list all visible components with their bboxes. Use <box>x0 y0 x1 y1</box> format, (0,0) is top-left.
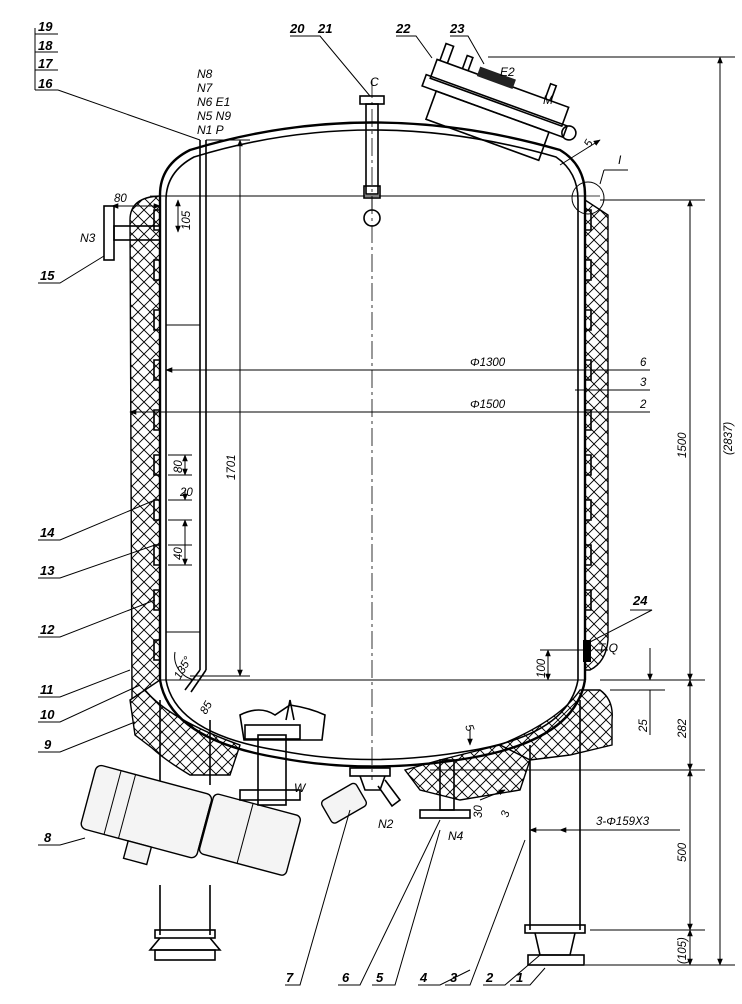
label-2: 2 <box>485 970 494 985</box>
dim-105-top: 105 <box>181 210 193 230</box>
label-n3: N3 <box>80 231 96 245</box>
label-n8: N8 <box>197 67 213 81</box>
drain-valve <box>320 767 402 824</box>
label-tq: T Q <box>598 641 618 655</box>
dimension-texts: 80 105 1701 Φ1300 Φ1500 6 3 2 80 20 40 1… <box>114 137 735 964</box>
dim-1300: Φ1300 <box>470 357 506 369</box>
dim-3-bottom: 3 <box>499 809 512 819</box>
label-18: 18 <box>38 38 53 53</box>
label-5: 5 <box>376 970 384 985</box>
dim-282: 282 <box>677 718 689 739</box>
label-23: 23 <box>449 21 465 36</box>
dim-3: 3 <box>640 377 647 389</box>
nozzle-tq <box>583 640 591 662</box>
dimension-lines <box>111 56 735 966</box>
label-n6-e1: N6 E1 <box>197 95 230 109</box>
label-n4: N4 <box>448 829 464 843</box>
manhole <box>421 42 577 162</box>
label-16: 16 <box>38 76 53 91</box>
dim-500: 500 <box>677 842 689 862</box>
label-n7: N7 <box>197 81 214 95</box>
nozzle-c <box>359 95 385 227</box>
dim-20: 20 <box>179 487 193 499</box>
part-numbers: 19 18 17 16 20 21 22 23 15 14 13 12 11 1… <box>38 19 648 985</box>
label-c: C <box>370 75 379 89</box>
label-17: 17 <box>38 56 53 71</box>
label-15: 15 <box>40 268 55 283</box>
label-4: 4 <box>419 970 428 985</box>
dim-legs: 3-Φ159X3 <box>596 816 650 828</box>
label-n2: N2 <box>378 817 394 831</box>
dim-30: 30 <box>473 805 485 818</box>
label-13: 13 <box>40 563 55 578</box>
label-20: 20 <box>289 21 305 36</box>
label-n5-n9: N5 N9 <box>197 109 231 123</box>
dim-2837: (2837) <box>723 422 735 455</box>
label-w: W <box>294 781 307 795</box>
label-8: 8 <box>44 830 52 845</box>
dim-135: 135° <box>172 655 194 682</box>
dim-6: 6 <box>640 357 647 369</box>
dim-40: 40 <box>173 547 185 560</box>
label-14: 14 <box>40 525 55 540</box>
nozzle-n3 <box>103 205 161 261</box>
agitator-motor <box>80 699 326 876</box>
label-10: 10 <box>40 707 55 722</box>
dim-85: 85 <box>198 699 215 717</box>
label-11: 11 <box>40 682 54 697</box>
label-3: 3 <box>450 970 458 985</box>
label-22: 22 <box>395 21 411 36</box>
nozzle-labels: N8 N7 N6 E1 N5 N9 N1 P C E2 M N3 W N2 N4… <box>80 65 622 843</box>
label-1: 1 <box>516 970 523 985</box>
dim-1701: 1701 <box>226 454 238 480</box>
label-detail-i: I <box>618 153 622 167</box>
label-e2: E2 <box>500 65 515 79</box>
dim-1500-height: 1500 <box>677 432 689 458</box>
label-n1-p: N1 P <box>197 123 224 137</box>
label-24: 24 <box>632 593 648 608</box>
dim-80-jacket: 80 <box>173 460 185 473</box>
support-legs <box>148 700 586 966</box>
dim-5-top: 5 <box>582 137 596 149</box>
label-7: 7 <box>286 970 294 985</box>
dim-5-bottom: 5 <box>462 723 476 734</box>
vessel-shell <box>158 121 587 768</box>
dim-80-top: 80 <box>114 193 127 205</box>
dip-tube <box>166 140 207 693</box>
dim-1500-dia: Φ1500 <box>470 399 506 411</box>
dim-2: 2 <box>639 399 647 411</box>
label-12: 12 <box>40 622 55 637</box>
label-6: 6 <box>342 970 350 985</box>
label-9: 9 <box>44 737 52 752</box>
label-m: M <box>543 93 553 107</box>
label-21: 21 <box>317 21 332 36</box>
nozzle-n4 <box>419 759 471 819</box>
leaders <box>34 28 653 986</box>
dim-25: 25 <box>638 719 650 733</box>
dim-100: 100 <box>536 658 548 678</box>
label-19: 19 <box>38 19 53 34</box>
detail-circle-i <box>571 181 605 215</box>
dim-105-bottom: (105) <box>677 937 689 964</box>
